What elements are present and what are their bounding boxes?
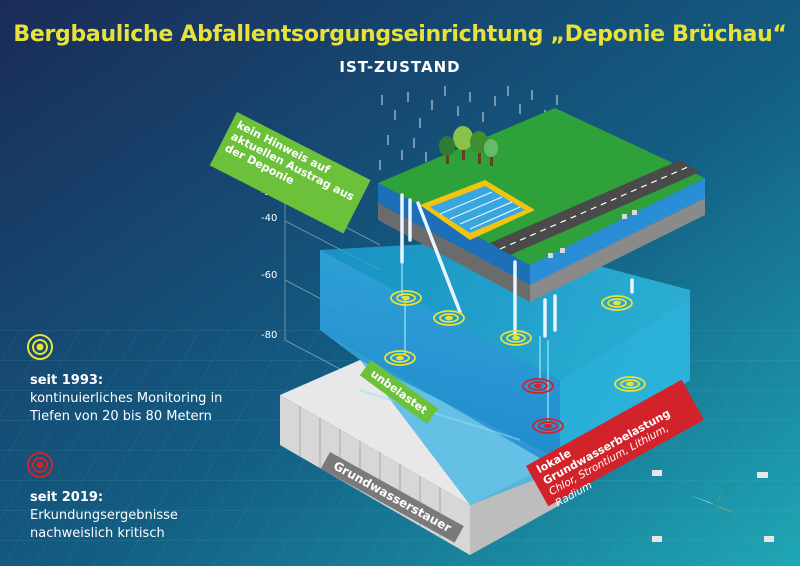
rain	[379, 86, 558, 170]
monitoring-wells	[400, 193, 634, 338]
monitoring-points	[384, 290, 646, 392]
legend-monitoring: seit 1993: kontinuierliches Monitoring i…	[30, 372, 240, 426]
depth-tick: -40	[261, 213, 278, 224]
trees	[439, 126, 498, 166]
depth-tick: -80	[261, 330, 278, 341]
legend-monitoring-year: seit 1993:	[30, 373, 104, 388]
well-glow	[401, 262, 549, 425]
critical-points	[522, 378, 564, 434]
legend-critical: seit 2019: Erkundungsergebnisse nachweis…	[30, 489, 210, 543]
legend-critical-text: Erkundungsergebnisse nachweislich kritis…	[30, 508, 178, 541]
legend-critical-year: seit 2019:	[30, 490, 104, 505]
legend-monitoring-icon	[27, 334, 53, 360]
diagram-title: Bergbauliche Abfallentsorgungseinrichtun…	[13, 22, 787, 47]
diagram-subtitle: IST-ZUSTAND	[339, 58, 461, 76]
landfill-block	[378, 108, 705, 302]
legend-monitoring-text: kontinuierliches Monitoring in Tiefen vo…	[30, 391, 223, 424]
compass-icon	[689, 487, 741, 523]
legend-critical-icon	[27, 452, 53, 478]
depth-tick: -60	[261, 270, 278, 281]
